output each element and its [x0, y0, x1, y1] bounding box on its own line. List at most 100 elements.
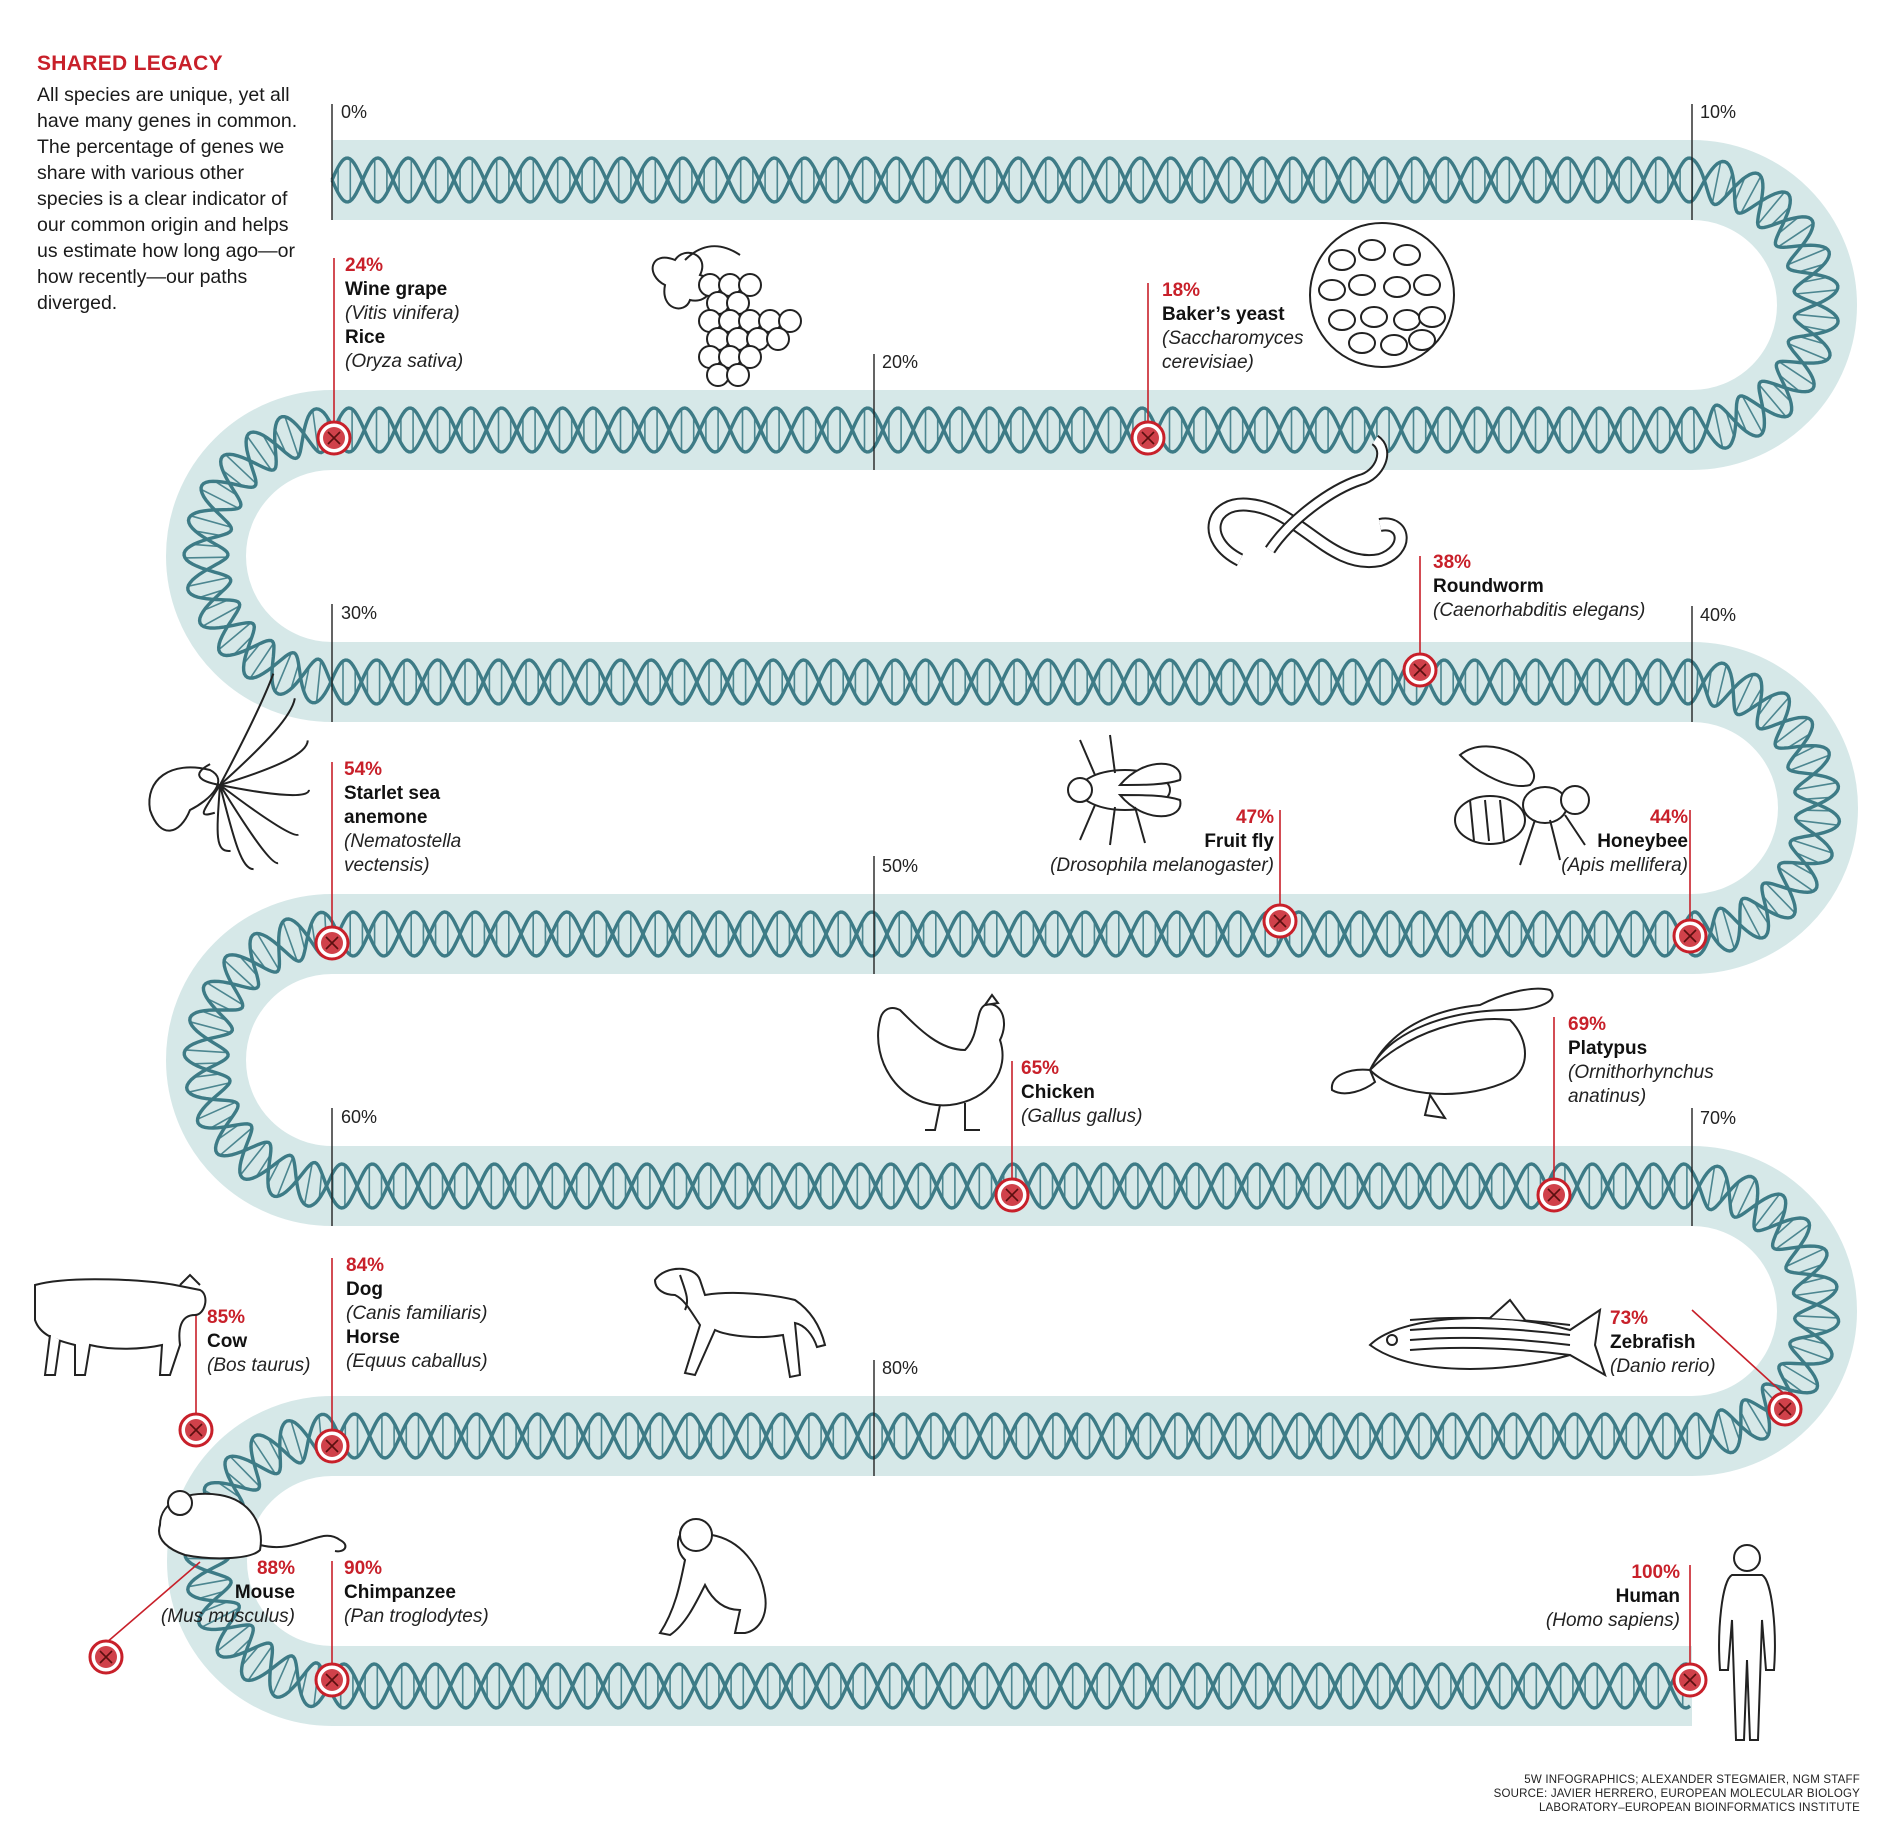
credit-line-2: SOURCE: JAVIER HERRERO, EUROPEAN MOLECUL… — [1493, 1788, 1860, 1800]
cow-body — [34, 1278, 207, 1376]
gene-marker-4 — [1262, 903, 1298, 939]
chicken-legs — [925, 1103, 980, 1131]
sea-anemone-illustration — [148, 673, 311, 871]
zebrafish-eye — [1386, 1334, 1398, 1346]
gene-marker-9 — [314, 1428, 350, 1464]
anemone-tentacle — [219, 784, 254, 871]
marker-cross — [99, 1650, 113, 1664]
grape-berry — [738, 345, 762, 369]
marker-cross — [189, 1423, 203, 1437]
zebrafish-stripe — [1409, 1316, 1571, 1326]
leader-11 — [105, 1561, 201, 1644]
chimpanzee-illustration — [658, 1518, 767, 1637]
label-chimpanzee: 90% Chimpanzee (Pan troglodytes) — [344, 1558, 489, 1627]
yeast-cell — [1393, 309, 1421, 331]
human-body — [1718, 1574, 1776, 1741]
tick-label-80: 80% — [882, 1358, 919, 1378]
credit-line-1: 5W INFOGRAPHICS; ALEXANDER STEGMAIER, NG… — [1524, 1774, 1860, 1786]
fly-wing-top — [1117, 762, 1182, 787]
marker-cross — [1005, 1188, 1019, 1202]
platypus-tail — [1369, 987, 1554, 1071]
yeast-cell — [1393, 244, 1421, 266]
label-mouse: 88% Mouse (Mus musculus) — [160, 1558, 295, 1627]
fly-leg — [1134, 806, 1146, 844]
label-chicken: 65% Chicken (Gallus gallus) — [1021, 1058, 1143, 1127]
yeast-cell — [1413, 274, 1441, 296]
yeast-cell — [1328, 249, 1356, 271]
dna-strand-b — [182, 156, 1842, 1710]
anemone-tentacle — [219, 740, 309, 786]
tick-label-10: 10% — [1700, 102, 1737, 122]
dog-ear — [679, 1274, 689, 1311]
chimp-head — [679, 1518, 713, 1552]
bee-leg — [1564, 814, 1586, 846]
bee-stripe — [1484, 799, 1490, 842]
anemone-body — [148, 766, 220, 832]
anemone-tentacle — [219, 784, 311, 797]
grape-leaf — [651, 251, 712, 310]
platypus-foot — [1423, 1092, 1448, 1120]
chicken-illustration — [877, 993, 1005, 1131]
gene-marker-10 — [178, 1412, 214, 1448]
gene-marker-11 — [88, 1639, 124, 1675]
gene-markers — [88, 420, 1803, 1698]
marker-cross — [1683, 929, 1697, 943]
marker-cross — [1141, 431, 1155, 445]
leader-8 — [1691, 1309, 1786, 1396]
grape-illustration — [651, 245, 802, 387]
tick-label-0: 0% — [341, 102, 368, 122]
gene-marker-2 — [1402, 652, 1438, 688]
yeast-illustration — [1309, 222, 1455, 368]
gene-marker-3 — [1672, 918, 1708, 954]
marker-cross — [325, 1673, 339, 1687]
dna-strand-a — [182, 156, 1841, 1710]
label-cow: 85% Cow (Bos taurus) — [207, 1307, 311, 1376]
marker-cross — [1547, 1188, 1561, 1202]
gene-marker-6 — [994, 1177, 1030, 1213]
page-title: SHARED LEGACY — [37, 52, 223, 75]
label-dog-horse: 84% Dog (Canis familiaris) Horse (Equus … — [346, 1255, 488, 1372]
fruit-fly-illustration — [1067, 734, 1182, 846]
tick-label-20: 20% — [882, 352, 919, 372]
credits: 5W INFOGRAPHICS; ALEXANDER STEGMAIER, NG… — [1494, 1773, 1860, 1815]
tick-label-30: 30% — [341, 603, 378, 623]
gene-marker-0 — [1130, 420, 1166, 456]
platypus-bill — [1330, 1068, 1377, 1095]
yeast-cell — [1408, 329, 1436, 351]
mouse-tail — [259, 1534, 347, 1553]
cow-leg-back — [43, 1334, 61, 1376]
label-roundworm: 38% Roundworm (Caenorhabditis elegans) — [1433, 552, 1646, 621]
bee-wing — [1458, 745, 1535, 787]
bee-stripe — [1499, 799, 1505, 842]
platypus-body — [1368, 1018, 1526, 1095]
marker-cross — [1413, 663, 1427, 677]
marker-cross — [1273, 914, 1287, 928]
dog-body — [653, 1267, 827, 1379]
bee-stripe — [1469, 799, 1475, 842]
marker-cross — [327, 431, 341, 445]
tick-lines — [331, 104, 1693, 1476]
dna-helix — [182, 156, 1842, 1710]
yeast-cell — [1380, 334, 1408, 356]
zebrafish-stripe — [1409, 1326, 1571, 1336]
fly-leg — [1079, 804, 1096, 841]
gene-marker-13 — [1672, 1662, 1708, 1698]
fly-wing-bottom — [1117, 793, 1182, 818]
mouse-ear — [167, 1490, 193, 1516]
yeast-cell — [1418, 306, 1446, 328]
label-bakers-yeast: 18% Baker’s yeast (Saccharomyces cerevis… — [1162, 280, 1304, 373]
worm-body-fill — [1209, 499, 1406, 567]
label-zebrafish: 73% Zebrafish (Danio rerio) — [1610, 1308, 1716, 1377]
label-sea-anemone: 54% Starlet sea anemone (Nematostella ve… — [344, 759, 462, 876]
zebrafish-fin — [1489, 1298, 1526, 1321]
platypus-illustration — [1330, 987, 1554, 1120]
zebrafish-stripe — [1409, 1346, 1571, 1356]
marker-cross — [325, 936, 339, 950]
human-head — [1733, 1544, 1761, 1572]
grape-berry — [766, 327, 790, 351]
chicken-comb — [982, 993, 1000, 1007]
tick-label-70: 70% — [1700, 1108, 1737, 1128]
grape-berry — [738, 273, 762, 297]
dna-band — [166, 140, 1858, 1726]
anemone-tentacle — [216, 784, 231, 852]
